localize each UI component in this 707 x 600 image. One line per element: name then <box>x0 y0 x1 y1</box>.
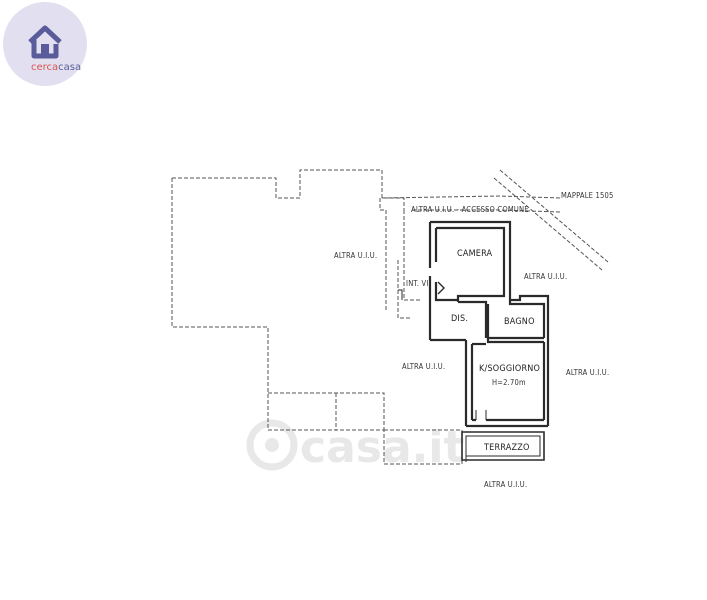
label-altra-accesso: ALTRA U.I.U. - ACCESSO COMUNE <box>411 205 529 214</box>
house-icon <box>28 25 62 59</box>
entry-arrow <box>398 281 445 300</box>
label-int-vii: INT. VII <box>406 279 431 288</box>
label-altra-right-top: ALTRA U.I.U. <box>524 272 567 281</box>
logo-text-prefix: cerca <box>31 62 58 73</box>
room-bagno: BAGNO <box>504 317 535 327</box>
other-units-outline <box>171 169 609 465</box>
room-terrazzo: TERRAZZO <box>483 443 530 453</box>
label-altra-bottom: ALTRA U.I.U. <box>484 480 527 489</box>
room-dis: DIS. <box>451 314 468 324</box>
watermark-icon <box>246 419 298 471</box>
room-soggiorno: K/SOGGIORNO <box>479 364 540 374</box>
label-mappale: MAPPALE 1505 <box>561 191 613 200</box>
logo-text-suffix: casa <box>58 62 81 73</box>
label-altra-right-mid: ALTRA U.I.U. <box>566 368 609 377</box>
room-camera: CAMERA <box>457 249 493 259</box>
svg-text:cercacasa: cercacasa <box>31 62 81 73</box>
plan-labels: MAPPALE 1505 ALTRA U.I.U. - ACCESSO COMU… <box>334 191 613 489</box>
label-altra-center: ALTRA U.I.U. <box>402 362 445 371</box>
label-altra-left: ALTRA U.I.U. <box>334 251 377 260</box>
room-labels: CAMERA DIS. BAGNO K/SOGGIORNO H=2.70m TE… <box>451 249 540 453</box>
cercacasa-logo: cercacasa <box>3 2 87 86</box>
apartment-walls <box>428 220 550 462</box>
room-height: H=2.70m <box>492 378 526 387</box>
